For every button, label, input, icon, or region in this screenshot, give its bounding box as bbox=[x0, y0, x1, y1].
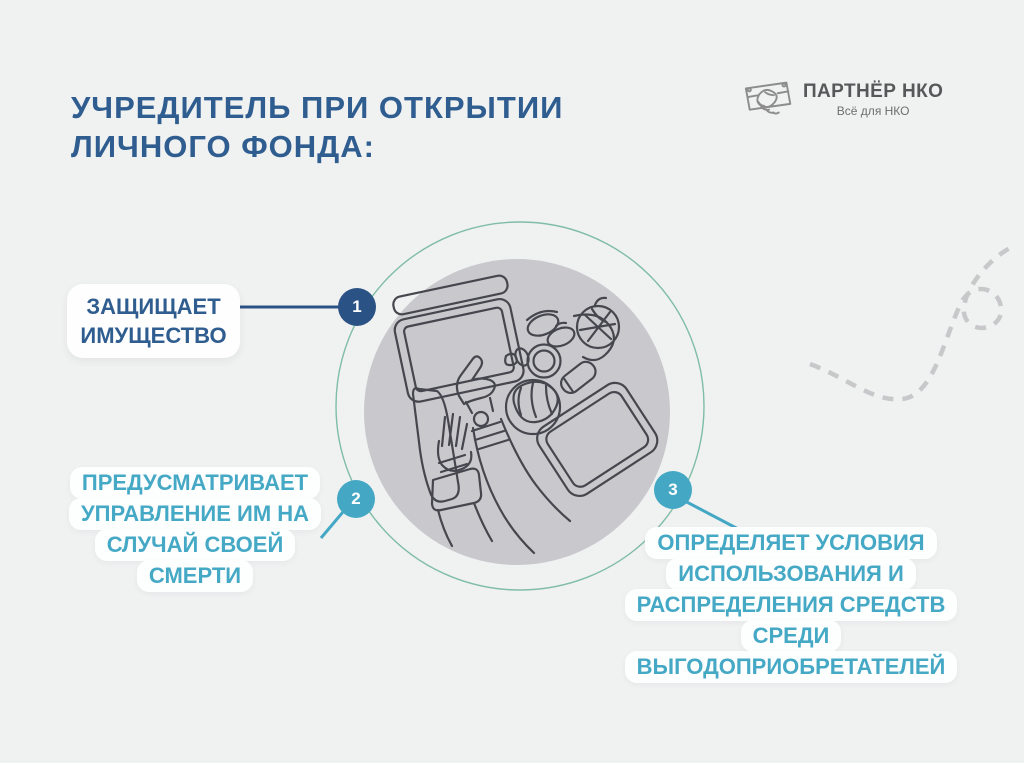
point-1-label-line: ИМУЩЕСТВО bbox=[80, 323, 227, 348]
point-1-number-badge: 1 bbox=[338, 288, 376, 326]
page-title-line-1: УЧРЕДИТЕЛЬ ПРИ ОТКРЫТИИ bbox=[71, 90, 564, 125]
point-3-label-line: ОПРЕДЕЛЯЕТ УСЛОВИЯ bbox=[645, 527, 937, 559]
point-2-label-line: СЛУЧАЙ СВОЕЙ bbox=[94, 529, 296, 561]
point-1-label-line: ЗАЩИЩАЕТ bbox=[86, 294, 221, 319]
coffee-cup-line-art bbox=[514, 343, 562, 379]
plant-line-art bbox=[575, 296, 621, 350]
brand-name: ПАРТНЁР НКО bbox=[803, 81, 944, 102]
croissant-plate-line-art bbox=[504, 378, 562, 436]
point-3-card: ОПРЕДЕЛЯЕТ УСЛОВИЯ ИСПОЛЬЗОВАНИЯ И РАСПР… bbox=[614, 527, 968, 683]
packet-line-art bbox=[560, 360, 597, 395]
laptop-logo-scribble bbox=[504, 352, 518, 367]
notebook-line-art bbox=[536, 381, 659, 498]
dashed-squiggle-decoration bbox=[809, 244, 1014, 402]
open-hand-line-art bbox=[430, 412, 494, 548]
point-3-number-badge: 3 bbox=[654, 471, 692, 509]
point-2-number-badge: 2 bbox=[337, 480, 375, 518]
brand-tagline: Всё для НКО bbox=[836, 104, 910, 118]
point-3-label-line: РАСПРЕДЕЛЕНИЯ СРЕДСТВ bbox=[624, 589, 958, 621]
laptop-line-art bbox=[392, 274, 525, 403]
point-2-label-line: СМЕРТИ bbox=[136, 560, 254, 592]
point-2-label-line: УПРАВЛЕНИЕ ИМ НА bbox=[68, 498, 322, 530]
green-ring bbox=[335, 221, 705, 591]
point-3-label-line: ИСПОЛЬЗОВАНИЯ И bbox=[666, 558, 916, 590]
brand-logo: ПАРТНЁР НКО Всё для НКО bbox=[742, 78, 943, 122]
brand-logo-text: ПАРТНЁР НКО Всё для НКО bbox=[803, 81, 943, 118]
point-2-label-line: ПРЕДУСМАТРИВАЕТ bbox=[69, 467, 321, 499]
point-3-label-line: СРЕДИ bbox=[740, 620, 842, 652]
handshake-icon bbox=[744, 81, 792, 115]
page-title: УЧРЕДИТЕЛЬ ПРИ ОТКРЫТИИ ЛИЧНОГО ФОНДА: bbox=[71, 88, 563, 166]
point-3-label-line: ВЫГОДОПРИОБРЕТАТЕЛЕЙ bbox=[624, 651, 958, 683]
point-1-card: ЗАЩИЩАЕТ ИМУЩЕСТВО bbox=[67, 284, 240, 358]
page-title-line-2: ЛИЧНОГО ФОНДА: bbox=[71, 129, 375, 164]
workspace-illustration bbox=[392, 274, 659, 555]
armrest-line-art bbox=[411, 387, 460, 503]
point-2-card: ПРЕДУСМАТРИВАЕТ УПРАВЛЕНИЕ ИМ НА СЛУЧАЙ … bbox=[20, 467, 370, 592]
connector-line-3 bbox=[680, 497, 743, 533]
pointing-hand-line-art bbox=[455, 355, 572, 555]
